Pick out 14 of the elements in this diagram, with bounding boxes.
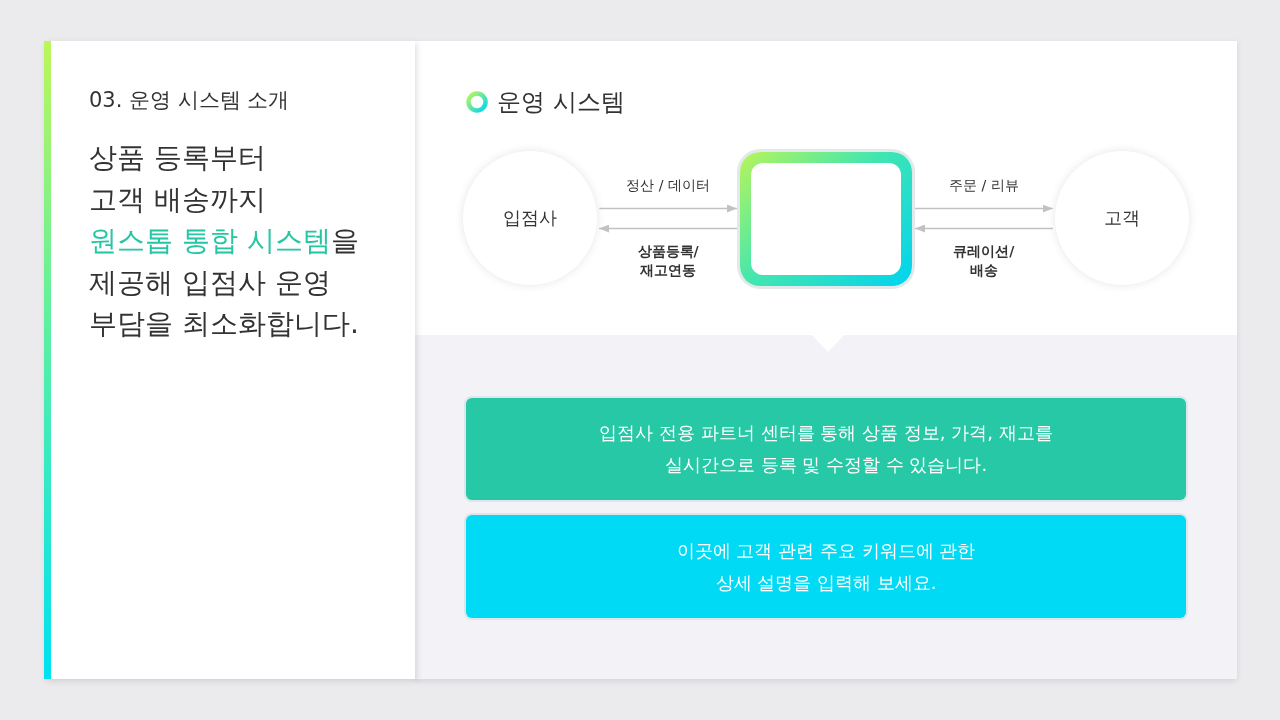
diagram-title: 운영 시스템 [497, 87, 625, 118]
arrow [598, 224, 738, 233]
description-box [466, 398, 1186, 500]
arrow [914, 224, 1054, 233]
description-text: 입점사 전용 파트너 센터를 통해 상품 정보, 가격, 재고를 실시간으로 등록 및 수정할 수 있습니다. [599, 421, 1053, 477]
gradient-frame [740, 152, 912, 286]
arrow [598, 204, 738, 213]
description-box [466, 515, 1186, 618]
description-text: 이곳에 고객 관련 주요 키워드에 관한 상세 설명을 입력해 보세요. [676, 538, 976, 595]
headline: 상품 등록부터 고객 배송까지 원스톱 통합 시스템을 제공해 입점사 운영 부담을 최소화합니다. [89, 140, 359, 342]
arrow [914, 204, 1054, 213]
section-label: 03. 운영 시스템 소개 [89, 87, 290, 114]
node-label: 입점사 [503, 206, 557, 230]
node-label: 고객 [1104, 206, 1140, 230]
